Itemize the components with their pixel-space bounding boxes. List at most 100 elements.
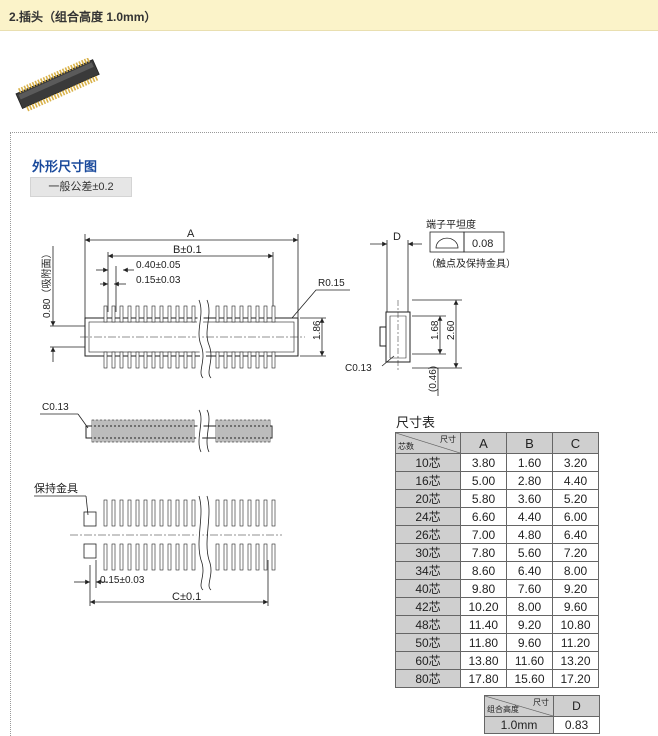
label-flatness-title: 端子平坦度 [426,218,476,231]
label-height-186: 1.86 [312,320,323,340]
terminal-pin [143,351,148,369]
photo-pin [42,98,47,105]
terminal-pin [239,499,244,527]
drawing-section-title: 外形尺寸图 [32,159,98,174]
terminal-pin [219,419,223,443]
terminal-pin [167,351,172,369]
terminal-pin [187,419,191,443]
photo-pin [83,80,88,86]
terminal-pin [255,305,260,323]
row-label: 80芯 [395,669,461,688]
terminal-pin [183,419,187,443]
label-dim-b: B±0.1 [173,244,202,256]
photo-pin [37,101,41,107]
row-label: 42芯 [395,597,461,616]
cell-c: 6.40 [552,525,599,544]
terminal-pin [171,419,175,443]
photo-pin [89,78,93,84]
terminal-pin [123,419,127,443]
terminal-pin [159,351,164,369]
cell-a: 11.40 [460,615,507,634]
cell-a: 7.00 [460,525,507,544]
terminal-pin [95,419,99,443]
cell-c: 11.20 [552,633,599,652]
label-pitch-015: 0.15±0.03 [136,275,181,286]
terminal-pin [191,351,196,369]
terminal-pin [271,351,276,369]
cell-c: 8.00 [552,561,599,580]
photo-pin [39,100,44,106]
cell-c: 6.00 [552,507,599,526]
terminal-pin [159,419,163,443]
terminal-pin [111,351,116,369]
cell-b: 4.80 [506,525,553,544]
cell-a: 13.80 [460,651,507,670]
terminal-pin [119,351,124,369]
terminal-pin [239,351,244,369]
photo-pin [91,76,96,83]
label-height-168: 1.68 [430,320,441,340]
terminal-pin [159,499,164,527]
terminal-pin [239,419,243,443]
terminal-pin [223,351,228,369]
photo-pin [26,106,30,112]
terminal-pin [255,419,259,443]
terminal-pin [227,419,231,443]
cell-c: 17.20 [552,669,599,688]
label-holding-bracket: 保持金具 [34,481,78,495]
terminal-pin [223,305,228,323]
photo-pin [72,63,77,69]
cell-b: 9.20 [506,615,553,634]
terminal-pin [127,305,132,323]
cell-b: 5.60 [506,543,553,562]
terminal-pin [175,543,180,571]
photo-pin [70,64,74,70]
terminal-pin [91,419,95,443]
terminal-pin [135,305,140,323]
terminal-pin [151,305,156,323]
terminal-pin [127,499,132,527]
top-view [50,234,350,381]
terminal-pin [215,419,219,443]
cell-a: 8.60 [460,561,507,580]
label-suction-face: 0.80（吸附面） [40,249,53,318]
photo-pin [80,81,85,88]
terminal-pin [231,499,236,527]
cell-c: 9.20 [552,579,599,598]
photo-pin [31,81,36,88]
terminal-pin [151,419,155,443]
terminal-pin [167,419,171,443]
terminal-pin [267,419,271,443]
terminal-pin [271,499,276,527]
terminal-pin [247,305,252,323]
cell-c: 13.20 [552,651,599,670]
terminal-pin [183,543,188,571]
terminal-pin [263,499,268,527]
terminal-pin [175,419,179,443]
terminal-pin [111,499,116,527]
cell-c: 3.20 [552,453,599,472]
terminal-pin [271,543,276,571]
photo-pin [67,87,71,94]
front-view [40,408,273,454]
terminal-pin [119,305,124,323]
terminal-pin [139,419,143,443]
photo-pin [53,93,58,100]
terminal-pin [231,351,236,369]
cell-a: 11.80 [460,633,507,652]
photo-pin [20,86,25,92]
photo-pin [45,97,49,103]
cell-b: 9.60 [506,633,553,652]
terminal-pin [191,305,196,323]
photo-pin [39,78,44,84]
terminal-pin [135,419,139,443]
terminal-pin [179,419,183,443]
terminal-pin [163,419,167,443]
terminal-pin [255,351,260,369]
